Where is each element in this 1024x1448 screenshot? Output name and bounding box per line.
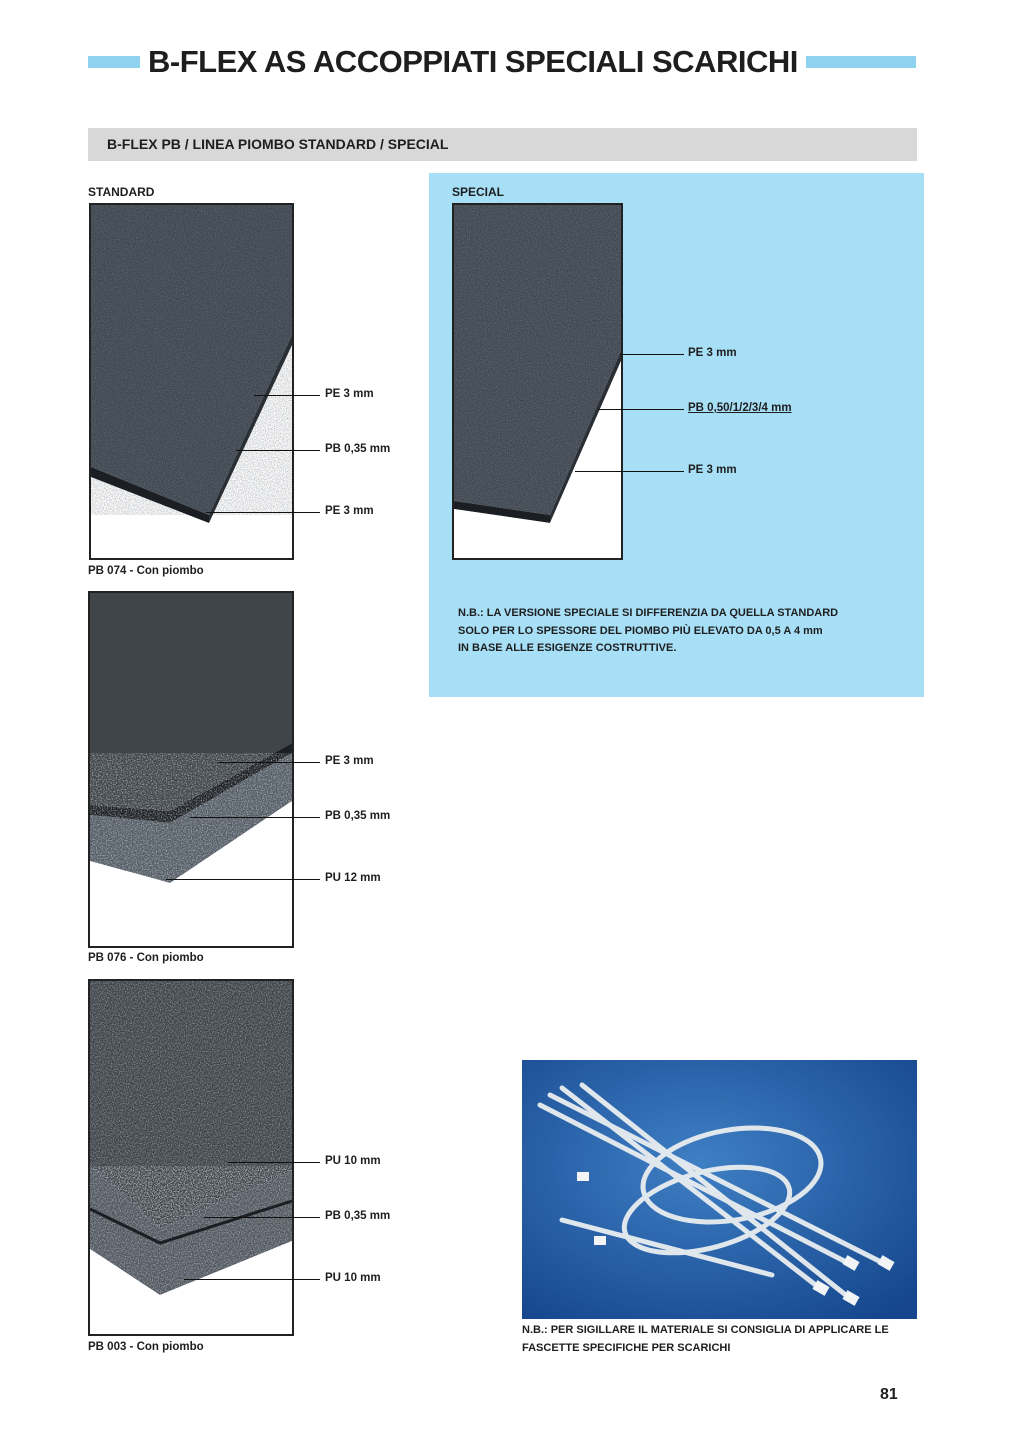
product-caption: PB 003 - Con piombo [88,1341,204,1353]
leader-line [598,409,684,410]
product-caption: PB 076 - Con piombo [88,952,204,964]
leader-line [236,450,320,451]
pb076-photo [88,591,294,948]
leader-line [166,879,320,880]
layer-label: PU 12 mm [325,872,381,884]
layer-label: PE 3 mm [688,464,737,476]
layer-label: PU 10 mm [325,1272,381,1284]
layer-label: PB 0,35 mm [325,810,391,822]
layer-label: PE 3 mm [325,755,374,767]
page-number: 81 [880,1386,898,1403]
leader-line [184,1279,320,1280]
leader-line [620,354,684,355]
special-heading: SPECIAL [452,185,505,199]
pb074-photo [89,203,294,560]
ties-note: N.B.: PER SIGILLARE IL MATERIALE SI CONS… [522,1324,889,1354]
layer-label: PB 0,50/1/2/3/4 mm [688,402,792,414]
leader-line [204,1217,320,1218]
page-title: B-FLEX AS ACCOPPIATI SPECIALI SCARICHI [140,40,806,84]
standard-heading: STANDARD [88,185,155,199]
leader-line [575,471,684,472]
layer-label: PE 3 mm [688,347,737,359]
layer-label: PU 10 mm [325,1155,381,1167]
pb003-photo [88,979,294,1336]
leader-line [206,512,320,513]
special-photo [452,203,623,560]
leader-line [218,762,320,763]
leader-line [190,817,320,818]
leader-line [228,1162,320,1163]
section-heading: B-FLEX PB / LINEA PIOMBO STANDARD / SPEC… [88,128,917,161]
layer-label: PB 0,35 mm [325,1210,391,1222]
product-caption: PB 074 - Con piombo [88,565,204,577]
special-note: N.B.: LA VERSIONE SPECIALE SI DIFFERENZI… [458,607,839,654]
leader-line [254,395,320,396]
cable-ties-photo [522,1060,917,1319]
layer-label: PB 0,35 mm [325,443,391,455]
layer-label: PE 3 mm [325,388,374,400]
layer-label: PE 3 mm [325,505,374,517]
